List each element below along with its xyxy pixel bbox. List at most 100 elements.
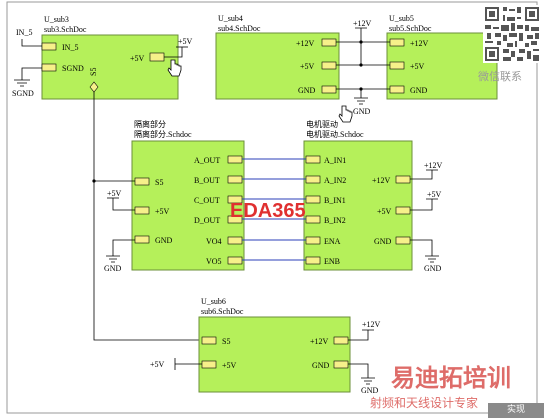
net-label-sgnd: SGND [12,89,34,98]
sheet-isolation-body[interactable] [131,140,245,271]
wire-motor-12v [410,169,438,180]
sheet-motor-pin-ena[interactable] [305,236,321,245]
sheet-isolation[interactable]: 隔离部分 隔离部分.Schdoc S5 +5V GND A_OUT B_OUT … [131,119,245,271]
sheet-isolation-pin-gnd[interactable] [134,235,150,244]
sheet-isolation-pin-vo5[interactable] [227,256,243,265]
wire-sub4-sub5 [336,41,390,90]
sheet-isolation-file: 隔离部分.Schdoc [134,129,192,139]
sheet-motor-pin-a-in2[interactable] [305,175,321,184]
sheet-sub3[interactable]: U_sub3 sub3.SchDoc IN_5 SGND +5V S5 [41,15,179,100]
sheet-sub6-pin-gnd-label: GND [312,361,330,370]
sheet-isolation-pin-s5-label: S5 [155,178,163,187]
sheet-motor-file: 电机驱动.Schdoc [306,129,364,139]
net-label-motor-5v: +5V [427,190,442,199]
sheet-motor-pin-a-in1-label: A_IN1 [324,156,346,165]
sheet-sub3-pin-s5[interactable] [89,81,99,93]
sheet-sub3-pin-sgnd[interactable] [41,63,57,72]
gnd-symbol-motor [410,239,439,263]
sheet-sub6-pin-s5[interactable] [201,336,217,345]
net-label-sub6-12v: +12V [362,320,381,329]
sgnd-symbol [14,79,30,87]
sheet-sub5-designator: U_sub5 [389,14,414,23]
wire-sub3-5v [164,47,183,58]
fullscreen-button[interactable]: 实现 [488,403,544,418]
sheet-sub6[interactable]: U_sub6 sub6.SchDoc S5 +5V +12V GND [198,297,351,393]
sheet-sub3-pin-in5[interactable] [41,42,57,51]
sheet-sub4-body[interactable] [215,32,340,100]
sheet-sub5-pin-12v-label: +12V [410,39,429,48]
net-label-gnd-sub6: GND [361,386,379,395]
sheet-sub4-pin-gnd[interactable] [321,85,337,94]
sheet-sub6-pin-gnd[interactable] [333,360,349,369]
net-label-gnd-iso: GND [104,264,122,273]
junction-s5 [92,179,96,183]
sheet-sub4-pin-5v-label: +5V [300,62,315,71]
sheet-sub6-pin-5v[interactable] [201,360,217,369]
sheet-sub5-file: sub5.SchDoc [389,24,432,33]
net-label-gnd-top: GND [353,107,371,116]
sheet-sub3-pin-sgnd-label: SGND [62,64,84,73]
sheet-motor-pin-gnd-label: GND [374,237,392,246]
sheet-motor[interactable]: 电机驱动 电机驱动.Schdoc A_IN1 A_IN2 B_IN1 B_IN2… [303,119,413,271]
power-12v-top [355,27,367,42]
sheet-sub6-pin-12v[interactable] [333,336,349,345]
sheet-sub4-file: sub4.SchDoc [218,24,261,33]
sheet-isolation-pin-b-out[interactable] [227,175,243,184]
sheet-sub5-body[interactable] [386,32,498,100]
sheet-motor-body[interactable] [303,140,413,271]
sheet-sub5[interactable]: U_sub5 sub5.SchDoc +12V +5V GND [386,14,498,100]
gnd-symbol-sub6 [348,363,375,385]
sheet-sub3-pin-in5-label: IN_5 [62,43,78,52]
sheet-isolation-designator: 隔离部分 [134,119,166,129]
sheet-motor-pin-5v-label: +5V [377,207,392,216]
sheet-sub4-pin-12v-label: +12V [296,39,315,48]
sheet-sub6-body[interactable] [198,316,351,393]
sheet-sub3-designator: U_sub3 [44,15,69,24]
wire-in5 [21,39,42,47]
sheet-motor-pin-b-in1[interactable] [305,195,321,204]
sheet-sub4-pin-5v[interactable] [321,61,337,70]
sheet-motor-pin-enb-label: ENB [324,257,340,266]
sheet-motor-pin-b-in1-label: B_IN1 [324,196,346,205]
sheet-sub5-pin-gnd[interactable] [389,85,405,94]
sheet-motor-pin-a-in1[interactable] [305,155,321,164]
sheet-sub3-pin-s5-label: S5 [89,68,98,76]
sheet-sub5-pin-5v-label: +5V [410,62,425,71]
yidituo-subtitle-watermark: 射频和天线设计专家 [370,396,479,410]
sheet-isolation-pin-vo4-label: VO4 [206,237,222,246]
sheet-sub3-body[interactable] [41,34,179,100]
sheet-isolation-pin-a-out-label: A_OUT [194,156,220,165]
sheet-motor-pin-5v[interactable] [395,206,411,215]
net-label-iso-5v: +5V [107,189,122,198]
sheet-sub3-pin-5v-label: +5V [130,54,145,63]
sheet-sub3-pin-5v[interactable] [149,52,165,62]
sheet-sub6-pin-5v-label: +5V [222,361,237,370]
sheet-isolation-pin-vo5-label: VO5 [206,257,222,266]
sheet-sub4[interactable]: U_sub4 sub4.SchDoc +12V +5V GND [215,14,340,100]
wire-iso-5v [112,198,135,211]
sheet-isolation-pin-s5[interactable] [134,177,150,186]
sheet-sub5-pin-12v[interactable] [389,38,405,47]
sheet-sub4-pin-12v[interactable] [321,38,337,47]
gnd-symbol-top [354,89,368,105]
sheet-motor-pin-enb[interactable] [305,256,321,265]
sheet-motor-pin-gnd[interactable] [395,236,411,245]
hand-cursor-icon-2 [338,105,353,123]
sheet-sub5-pin-5v[interactable] [389,61,405,70]
wire-sub6-5v [174,358,202,370]
sheet-sub6-pin-s5-label: S5 [222,337,230,346]
net-label-12v-top: +12V [353,19,372,28]
sheet-motor-pin-12v[interactable] [395,175,411,184]
canvas-border [6,1,538,414]
sheet-sub4-pin-gnd-label: GND [298,86,316,95]
sheet-motor-pin-b-in2[interactable] [305,215,321,224]
sheet-motor-pin-ena-label: ENA [324,237,341,246]
sheet-isolation-pin-5v[interactable] [134,206,150,215]
net-label-sub3-5v: +5V [178,37,193,46]
sheet-isolation-pin-gnd-label: GND [155,236,173,245]
sheet-motor-pin-a-in2-label: A_IN2 [324,176,346,185]
sheet-isolation-pin-vo4[interactable] [227,236,243,245]
sheet-isolation-pin-a-out[interactable] [227,155,243,164]
sheet-sub3-file: sub3.SchDoc [44,25,87,34]
